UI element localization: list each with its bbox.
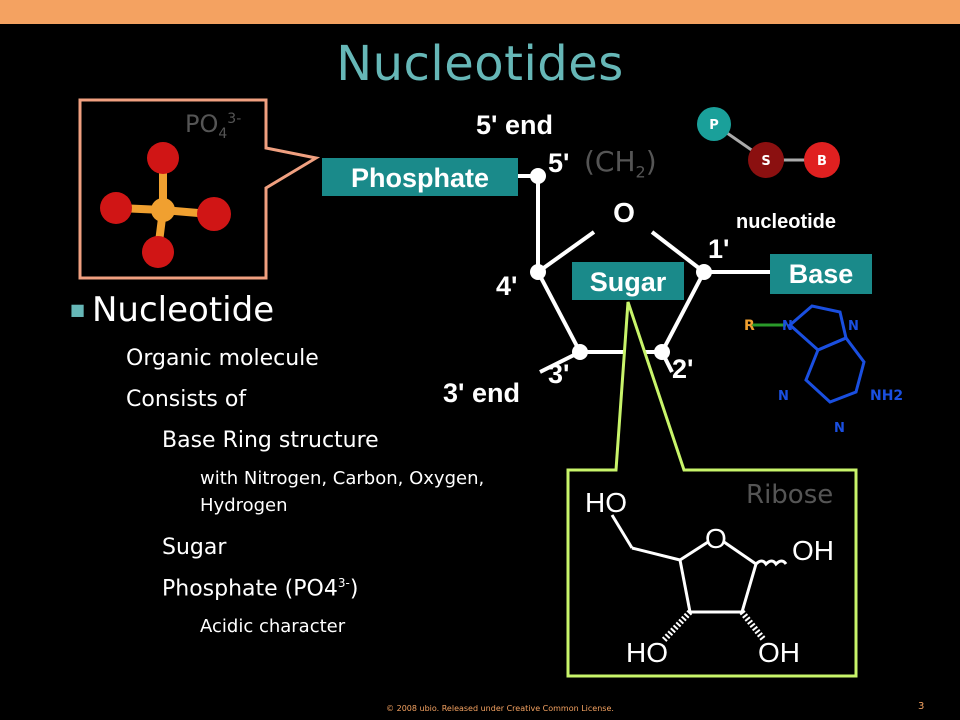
svg-text:B: B (817, 154, 827, 169)
bullet-elements: with Nitrogen, Carbon, Oxygen, Hydrogen (200, 468, 485, 516)
bullet-nucleotide: ■Nucleotide (70, 290, 275, 330)
bullet-organic-molecule: Organic molecule (126, 346, 319, 371)
bullet-base-ring: Base Ring structure (162, 428, 379, 453)
svg-text:nucleotide: nucleotide (736, 211, 836, 233)
svg-text:OH: OH (758, 637, 800, 668)
svg-text:N: N (834, 421, 845, 436)
ribose-structure-icon (610, 514, 788, 643)
bullet-phosphate: Phosphate (PO43-) (162, 576, 359, 602)
po4-label: PO43- (185, 110, 242, 142)
svg-text:3' end: 3' end (443, 378, 520, 408)
slide-title: Nucleotides (336, 36, 624, 92)
bullet-sugar: Sugar (162, 535, 227, 560)
phosphate-box (322, 158, 518, 196)
svg-text:O: O (613, 197, 635, 228)
svg-text:HO: HO (585, 487, 627, 518)
purine-base-icon: R N N N N NH2 (740, 300, 920, 440)
callout-frame (78, 98, 321, 280)
svg-text:P: P (709, 118, 719, 133)
svg-text:Base: Base (789, 259, 854, 289)
svg-text:N: N (778, 389, 789, 404)
svg-text:S: S (761, 154, 770, 169)
bullet-consists-of: Consists of (126, 387, 247, 412)
psb-icon: P S B (697, 107, 840, 178)
svg-text:1': 1' (708, 234, 729, 264)
svg-text:NH2: NH2 (870, 388, 903, 404)
po4-molecule-icon (100, 142, 231, 268)
svg-text:N: N (848, 319, 859, 334)
svg-text:R: R (744, 318, 755, 334)
bullet-square-icon: ■ (70, 300, 86, 319)
sugar-box (572, 262, 684, 300)
svg-text:2': 2' (672, 354, 693, 384)
page-number: 3 (918, 701, 925, 712)
bullet-list: ■Nucleotide Organic molecule Consists of… (70, 290, 590, 640)
ribose-label: Ribose (746, 480, 834, 510)
svg-text:5': 5' (548, 148, 569, 178)
base-box (770, 254, 872, 294)
svg-text:5' end: 5' end (476, 110, 553, 140)
bullet-acidic: Acidic character (200, 616, 346, 638)
svg-text:O: O (705, 523, 727, 554)
svg-text:4': 4' (496, 271, 517, 301)
svg-text:OH: OH (792, 535, 834, 566)
svg-text:3': 3' (548, 359, 569, 389)
footer-license: © 2008 ubio. Released under Creative Com… (386, 704, 614, 713)
svg-text:Sugar: Sugar (590, 267, 667, 297)
ch2-label: (CH2) (584, 145, 657, 182)
svg-text:Phosphate: Phosphate (351, 163, 489, 193)
top-accent-bar (0, 0, 960, 24)
svg-text:HO: HO (626, 637, 668, 668)
svg-text:N: N (782, 319, 793, 334)
